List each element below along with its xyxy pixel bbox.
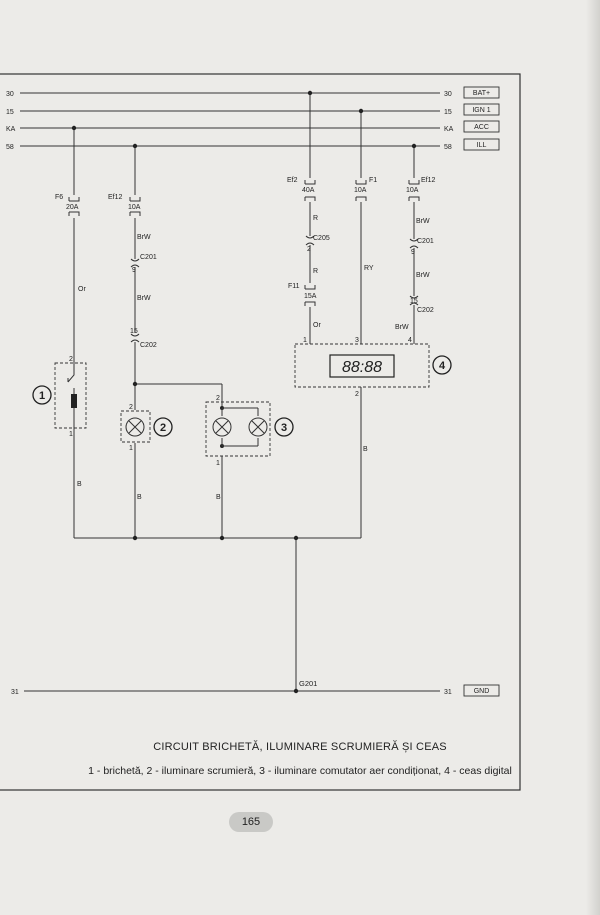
wiring-diagram: 30 15 KA 58 31 30 15 KA 58 31 BAT+ IGN 1… — [0, 73, 521, 791]
rail-58-label-left: 58 — [6, 144, 14, 151]
wire-b-3: B — [216, 494, 221, 501]
connector-c202b-label: C202 — [417, 307, 434, 314]
connector-c205-symbol — [305, 235, 315, 246]
tag-acc: ACC — [474, 124, 489, 131]
rail-15-label-right: 15 — [444, 109, 452, 116]
pin-1-top: 2 — [69, 356, 73, 363]
fuse-ef2-symbol — [304, 180, 316, 201]
connector-c202b-symbol — [409, 295, 419, 306]
component-lighter — [32, 362, 87, 429]
rail-31-label-right: 31 — [444, 689, 452, 696]
wire-or-2: Or — [313, 322, 321, 329]
fuse-f6-rating: 20A — [66, 204, 79, 211]
fuse-f11-rating: 15A — [304, 293, 317, 300]
connector-c202a-label: C202 — [140, 342, 157, 349]
connector-c205-label: C205 — [313, 235, 330, 242]
fuse-ef12b-name: Ef12 — [421, 177, 436, 184]
pin-2-bottom: 1 — [129, 445, 133, 452]
connector-c201a-symbol — [130, 258, 140, 268]
fuse-ef12b-rating: 10A — [406, 187, 419, 194]
fuse-f11-name: F11 — [288, 283, 300, 290]
clock-display: 88:88 — [342, 359, 382, 376]
connector-c205-pin: 2 — [307, 246, 311, 253]
connector-c201a-pin: 9 — [132, 267, 136, 274]
pin-3-top: 2 — [216, 395, 220, 402]
fuse-ef12b-symbol — [408, 180, 420, 201]
wire-brw-5: BrW — [395, 324, 409, 331]
wire-r-1: R — [313, 215, 318, 222]
fuse-ef12a-rating: 10A — [128, 204, 141, 211]
connector-c201b-symbol — [409, 238, 419, 249]
diagram-legend: 1 - brichetă, 2 - iluminare scrumieră, 3… — [88, 765, 512, 777]
rail-58-label-right: 58 — [444, 144, 452, 151]
fuse-f11-symbol — [304, 285, 316, 306]
tag-ill: ILL — [477, 142, 487, 149]
pin-2-top: 2 — [129, 404, 133, 411]
fuse-ef2-name: Ef2 — [287, 177, 298, 184]
tag-ign: IGN 1 — [472, 107, 490, 114]
wire-brw-3: BrW — [416, 218, 430, 225]
page-number: 165 — [229, 812, 273, 832]
component-number-1: 1 — [39, 390, 45, 402]
rail-30-label-left: 30 — [6, 91, 14, 98]
component-digital-clock — [294, 343, 452, 388]
fuse-f6-symbol — [68, 197, 80, 216]
wire-b-1: B — [77, 481, 82, 488]
pin-3-bottom: 1 — [216, 460, 220, 467]
fuse-f6-name: F6 — [55, 194, 63, 201]
fuse-ef2-rating: 40A — [302, 187, 315, 194]
tag-acc-box — [463, 120, 500, 133]
tag-bat-box — [463, 86, 500, 99]
pin-4-4: 4 — [408, 337, 412, 344]
wire-or-1: Or — [78, 286, 86, 293]
connector-symbols — [130, 235, 419, 343]
connector-c201b-label: C201 — [417, 238, 434, 245]
page-edge-shadow — [586, 0, 600, 915]
tag-bat: BAT+ — [473, 90, 490, 97]
component-number-2: 2 — [160, 422, 166, 434]
diagram-frame — [0, 73, 521, 791]
component-ac-switch-lamps — [205, 401, 294, 457]
connector-c202a-symbol — [130, 333, 140, 343]
rail-31-label-left: 31 — [11, 689, 19, 696]
wire-brw-1: BrW — [137, 234, 151, 241]
fuse-ef12a-symbol — [129, 197, 141, 216]
wire-r-2: R — [313, 268, 318, 275]
rail-ka-label-left: KA — [6, 126, 16, 133]
pin-1-bottom: 1 — [69, 431, 73, 438]
connector-c202b-pin: 15 — [410, 298, 418, 305]
tag-gnd-box — [463, 684, 500, 697]
pin-4-3: 3 — [355, 337, 359, 344]
component-number-4: 4 — [439, 360, 446, 372]
diagram-title: CIRCUIT BRICHETĂ, ILUMINARE SCRUMIERĂ ȘI… — [153, 741, 447, 753]
wire-b-2: B — [137, 494, 142, 501]
tag-ign-box — [463, 103, 500, 116]
connector-c202a-pin: 15 — [130, 328, 138, 335]
rail-ka-label-right: KA — [444, 126, 454, 133]
tag-ill-box — [463, 138, 500, 151]
fuse-ef12a-name: Ef12 — [108, 194, 123, 201]
wire-b-4: B — [363, 446, 368, 453]
rail-15-label-left: 15 — [6, 109, 14, 116]
wire-brw-4: BrW — [416, 272, 430, 279]
tag-gnd: GND — [474, 688, 490, 695]
wire-brw-2: BrW — [137, 295, 151, 302]
fuse-f1-rating: 10A — [354, 187, 367, 194]
connector-c201b-pin: 9 — [411, 249, 415, 256]
ground-point-label: G201 — [299, 679, 317, 688]
connector-c201a-label: C201 — [140, 254, 157, 261]
fuse-f1-symbol — [355, 180, 367, 201]
component-number-3: 3 — [281, 422, 287, 434]
pin-4-1: 1 — [303, 337, 307, 344]
rail-30-label-right: 30 — [444, 91, 452, 98]
fuse-f1-name: F1 — [369, 177, 377, 184]
junctions — [71, 90, 417, 694]
power-rails — [20, 92, 440, 692]
fuse-symbols — [68, 180, 420, 306]
component-ashtray-lamp — [120, 410, 173, 443]
pin-4-2: 2 — [355, 391, 359, 398]
wires — [73, 93, 415, 691]
wire-ry: RY — [364, 265, 374, 272]
